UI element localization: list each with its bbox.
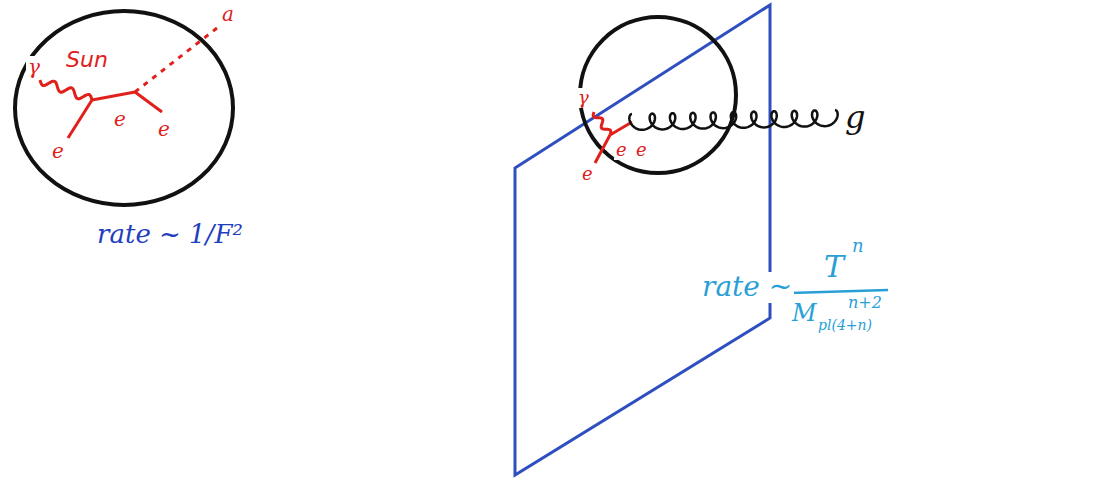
particle-label: e	[50, 140, 66, 162]
photon-line	[40, 80, 92, 100]
electron-line	[135, 92, 162, 112]
sun-circle	[580, 17, 736, 173]
particle-label: e	[580, 164, 595, 184]
node-label: Sun	[64, 48, 110, 72]
electron-line	[610, 122, 632, 135]
particle-label: e	[634, 140, 649, 160]
graviton-coil	[629, 110, 837, 130]
photon-line	[593, 112, 611, 135]
rate-formula: M	[790, 300, 819, 326]
electron-line	[68, 100, 92, 138]
particle-label: g	[843, 100, 867, 135]
particle-label: e	[112, 108, 128, 130]
axion-line	[135, 28, 217, 92]
rate-formula: n	[850, 236, 866, 256]
fraction-bar	[790, 290, 888, 293]
rate-formula: rate ~ 1/F²	[95, 220, 245, 249]
particle-label: a	[220, 3, 236, 25]
electron-line	[92, 92, 135, 100]
particle-label: e	[614, 140, 629, 160]
particle-label: γ	[576, 88, 591, 108]
rate-formula: n+2	[846, 294, 884, 312]
particle-label: γ	[26, 56, 42, 78]
electron-line	[595, 135, 610, 163]
rate-formula: T	[822, 250, 846, 283]
brane-plane	[515, 5, 770, 475]
rate-formula: rate ~	[700, 272, 794, 303]
rate-formula: pl(4+n)	[816, 318, 874, 333]
particle-label: e	[156, 118, 172, 140]
